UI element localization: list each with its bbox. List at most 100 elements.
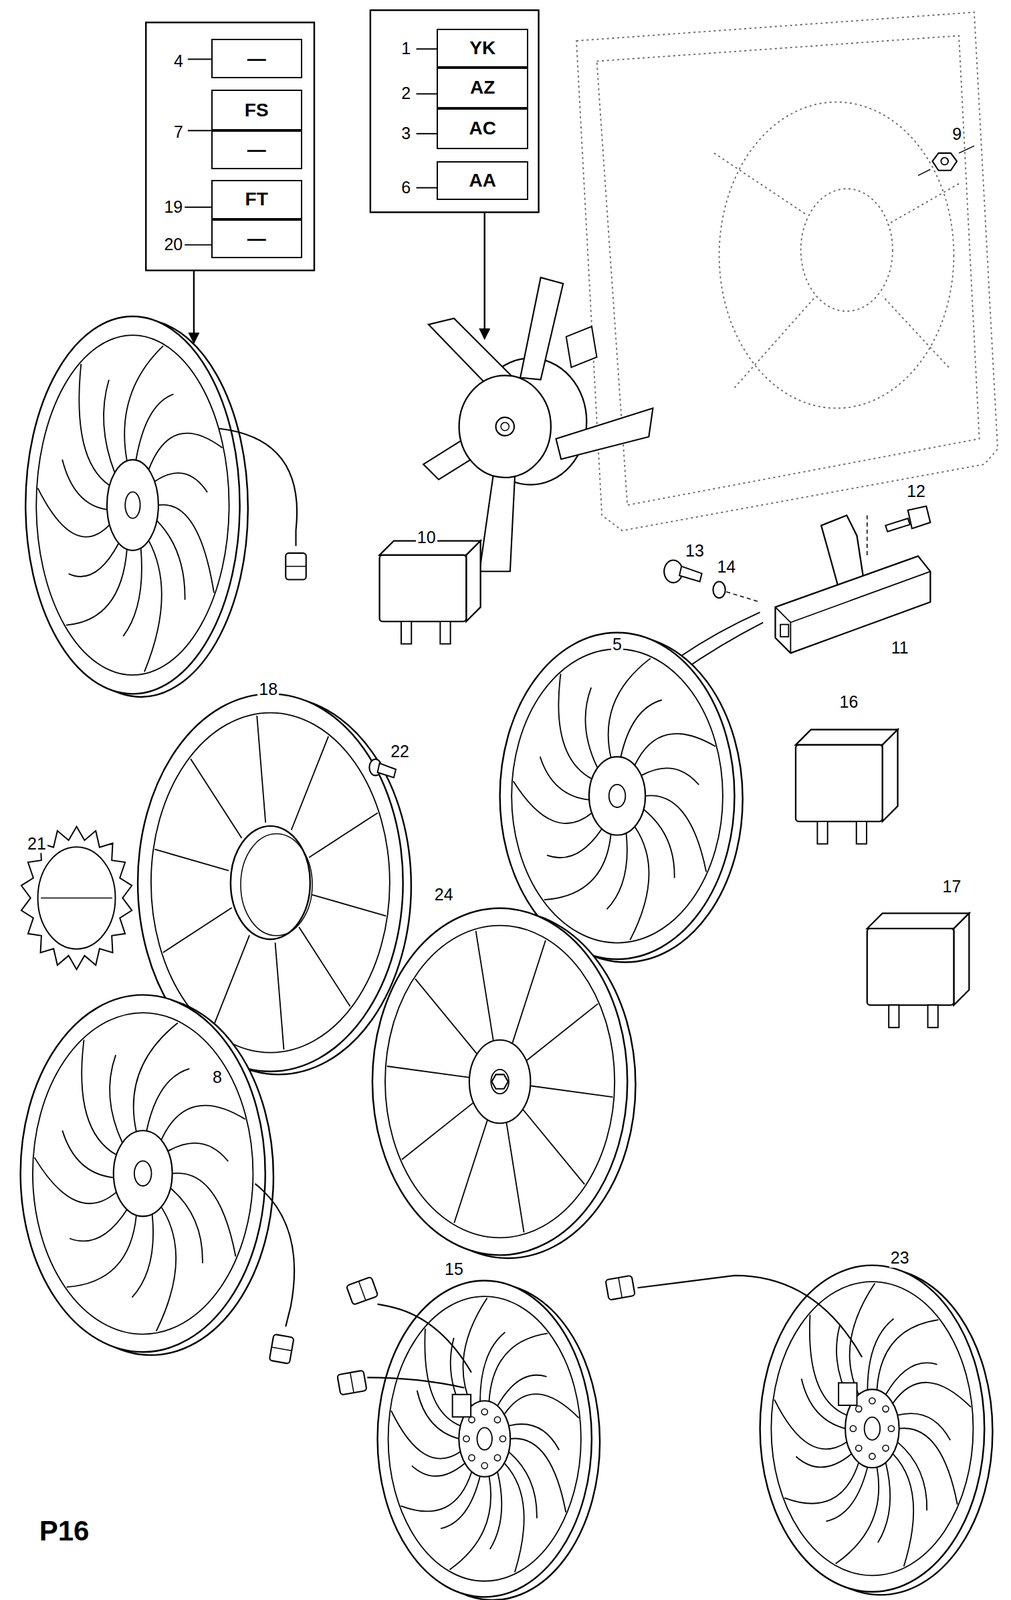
fan-blade xyxy=(505,1115,525,1233)
fan-blade xyxy=(504,1393,580,1450)
fan-rim xyxy=(20,994,266,1352)
stud-line xyxy=(918,169,931,176)
screw-shank xyxy=(885,518,911,532)
pointer-arrow xyxy=(193,270,195,343)
terminal xyxy=(780,624,789,637)
fan-assembly xyxy=(372,908,636,1258)
fan-hub-opening xyxy=(230,825,311,939)
relay xyxy=(379,540,481,644)
fan-blade xyxy=(78,363,115,486)
code-box: AC xyxy=(436,108,529,150)
fan-rim xyxy=(760,1265,985,1592)
fan-assembly xyxy=(25,316,249,697)
fan-hub-cap xyxy=(134,1160,152,1186)
fan-blade xyxy=(826,1466,880,1563)
page-code: P16 xyxy=(38,1515,91,1546)
leader-line xyxy=(184,206,212,208)
fan-assembly xyxy=(500,632,743,963)
table-frame xyxy=(370,10,539,212)
fan-blade xyxy=(608,657,662,758)
plug-connector xyxy=(346,1276,379,1305)
nut-body xyxy=(932,153,957,171)
nut-hole xyxy=(940,157,949,166)
code-text: FS xyxy=(244,99,269,122)
fan-blade xyxy=(522,1003,599,1064)
fan-blade xyxy=(634,733,716,785)
motor-vent xyxy=(887,1424,894,1431)
plug-connector xyxy=(605,1275,635,1300)
fan-hub-cap xyxy=(490,1069,509,1094)
fan-hub xyxy=(459,375,551,478)
callout-number: 4 xyxy=(172,52,185,71)
fan-blade xyxy=(308,812,378,858)
relay-pin xyxy=(401,621,412,644)
fan-hub-cap xyxy=(125,491,140,519)
fan-blade xyxy=(387,1065,475,1078)
code-text: FT xyxy=(245,188,269,210)
fan-blade xyxy=(123,540,162,672)
fan-blade xyxy=(643,795,707,878)
screw xyxy=(885,506,931,532)
leader-line xyxy=(187,129,212,132)
relay-top xyxy=(867,912,970,929)
motor-vent xyxy=(494,1416,501,1423)
callout-number: 14 xyxy=(715,558,737,578)
fan-blade xyxy=(132,1206,177,1331)
plug-detail xyxy=(358,1280,366,1300)
motor-vent xyxy=(855,1444,862,1451)
resistor-bracket xyxy=(673,514,931,673)
fan-blade xyxy=(508,1438,566,1518)
small-fan xyxy=(423,277,653,572)
plug-detail xyxy=(350,1372,354,1393)
fan-hub-cap xyxy=(496,417,515,436)
fan-hub-cap xyxy=(500,422,509,431)
fan-assembly xyxy=(760,1265,993,1595)
fan-blade xyxy=(606,826,649,941)
code-box: YK xyxy=(436,28,529,68)
fan-blade xyxy=(401,1098,479,1159)
fan-blade xyxy=(558,673,598,779)
leader-line xyxy=(187,58,212,60)
callout-number: 15 xyxy=(443,1259,465,1279)
ring-teeth xyxy=(21,826,132,970)
fan-rim-inner xyxy=(32,1012,254,1334)
callout-number: 19 xyxy=(162,197,184,217)
callout-number: 23 xyxy=(889,1248,911,1268)
screw xyxy=(663,560,702,584)
motor-vent xyxy=(499,1434,506,1441)
fan-rim xyxy=(377,1280,592,1597)
plug-detail xyxy=(618,1277,622,1298)
code-text: — xyxy=(247,139,267,161)
relay-pin xyxy=(888,1004,899,1028)
screw-shank xyxy=(679,566,703,582)
code-box: — xyxy=(211,219,303,259)
fan-blade xyxy=(463,1297,506,1406)
relay-pin xyxy=(817,821,828,844)
fan-blade xyxy=(784,1452,859,1503)
callout-number: 21 xyxy=(26,834,48,854)
leader-line xyxy=(416,48,438,50)
fan-blade xyxy=(391,1390,461,1459)
shroud-ring xyxy=(801,188,893,311)
callout-number: 17 xyxy=(941,877,963,896)
fan-blade xyxy=(133,1022,190,1132)
fan-rim-inner xyxy=(770,1281,973,1575)
ring-inner xyxy=(38,846,116,949)
plug-detail xyxy=(285,565,307,568)
plug-body xyxy=(337,1370,367,1395)
relay-front xyxy=(379,554,467,622)
shroud-ring xyxy=(719,102,955,409)
screw-shank xyxy=(377,762,396,777)
callout-number: 13 xyxy=(684,541,706,561)
code-text: — xyxy=(247,48,267,70)
fan-rim-inner xyxy=(151,712,390,1053)
motor-vent xyxy=(855,1405,862,1412)
fan-rim xyxy=(500,632,735,959)
plug-connector xyxy=(285,552,307,580)
relay-side xyxy=(466,540,481,622)
fan-blade xyxy=(161,1105,246,1162)
plug-connector xyxy=(337,1370,367,1395)
fan-blade xyxy=(400,1462,472,1511)
fan-blade xyxy=(849,1282,894,1394)
stud-line xyxy=(958,145,975,154)
